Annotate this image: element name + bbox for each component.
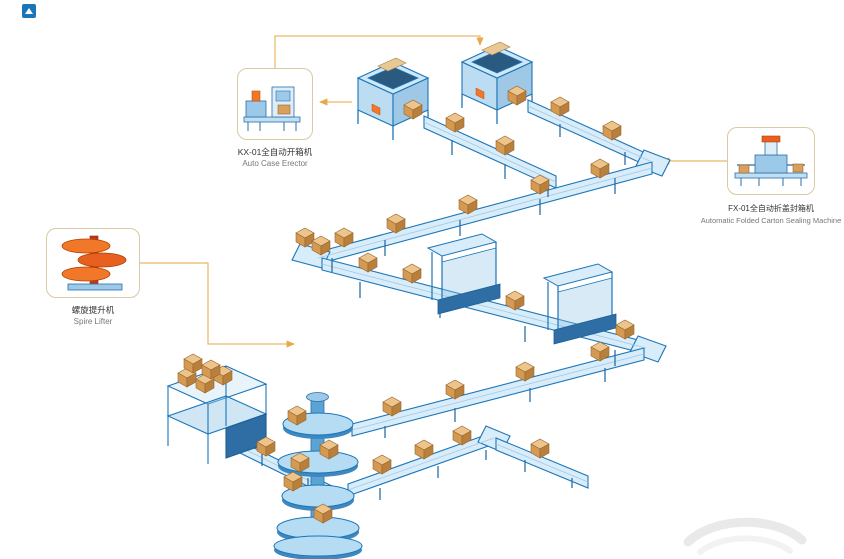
callout-spire-lifter-label: 螺旋提升机 Spire Lifter [13,304,173,327]
case-erector-label-en: Auto Case Erector [242,159,308,168]
spire-lifter-thumbnail [61,235,127,291]
auto-case-erector-machine-1 [357,57,429,141]
case-erector-label-zh: KX-01全自动开箱机 [237,147,313,157]
palletizer-station [166,365,268,464]
connector-case-erector [274,35,484,68]
watermark-swoosh [683,517,807,555]
callout-case-erector-box [237,68,313,140]
callout-carton-sealer-label: FX-01全自动折盖封箱机 Automatic Folded Carton Se… [691,203,844,226]
case-erector-thumbnail [243,86,301,131]
auto-case-erector-machine-2 [461,41,533,125]
callout-spire-lifter-box [46,228,140,298]
callout-carton-sealer-box [727,127,815,195]
callout-case-erector-label: KX-01全自动开箱机 Auto Case Erector [195,146,355,169]
logo-mark [22,4,36,18]
carton-sealer-label-en: Automatic Folded Carton Sealing Machine [700,216,842,225]
carton-sealer-thumbnail [734,135,808,186]
spiral-lifter [273,392,363,559]
spire-lifter-label-en: Spire Lifter [73,317,113,326]
carton-sealer-label-zh: FX-01全自动折盖封箱机 [728,204,814,213]
spire-lifter-label-zh: 螺旋提升机 [71,305,115,315]
connector-spire-lifter [140,262,295,348]
